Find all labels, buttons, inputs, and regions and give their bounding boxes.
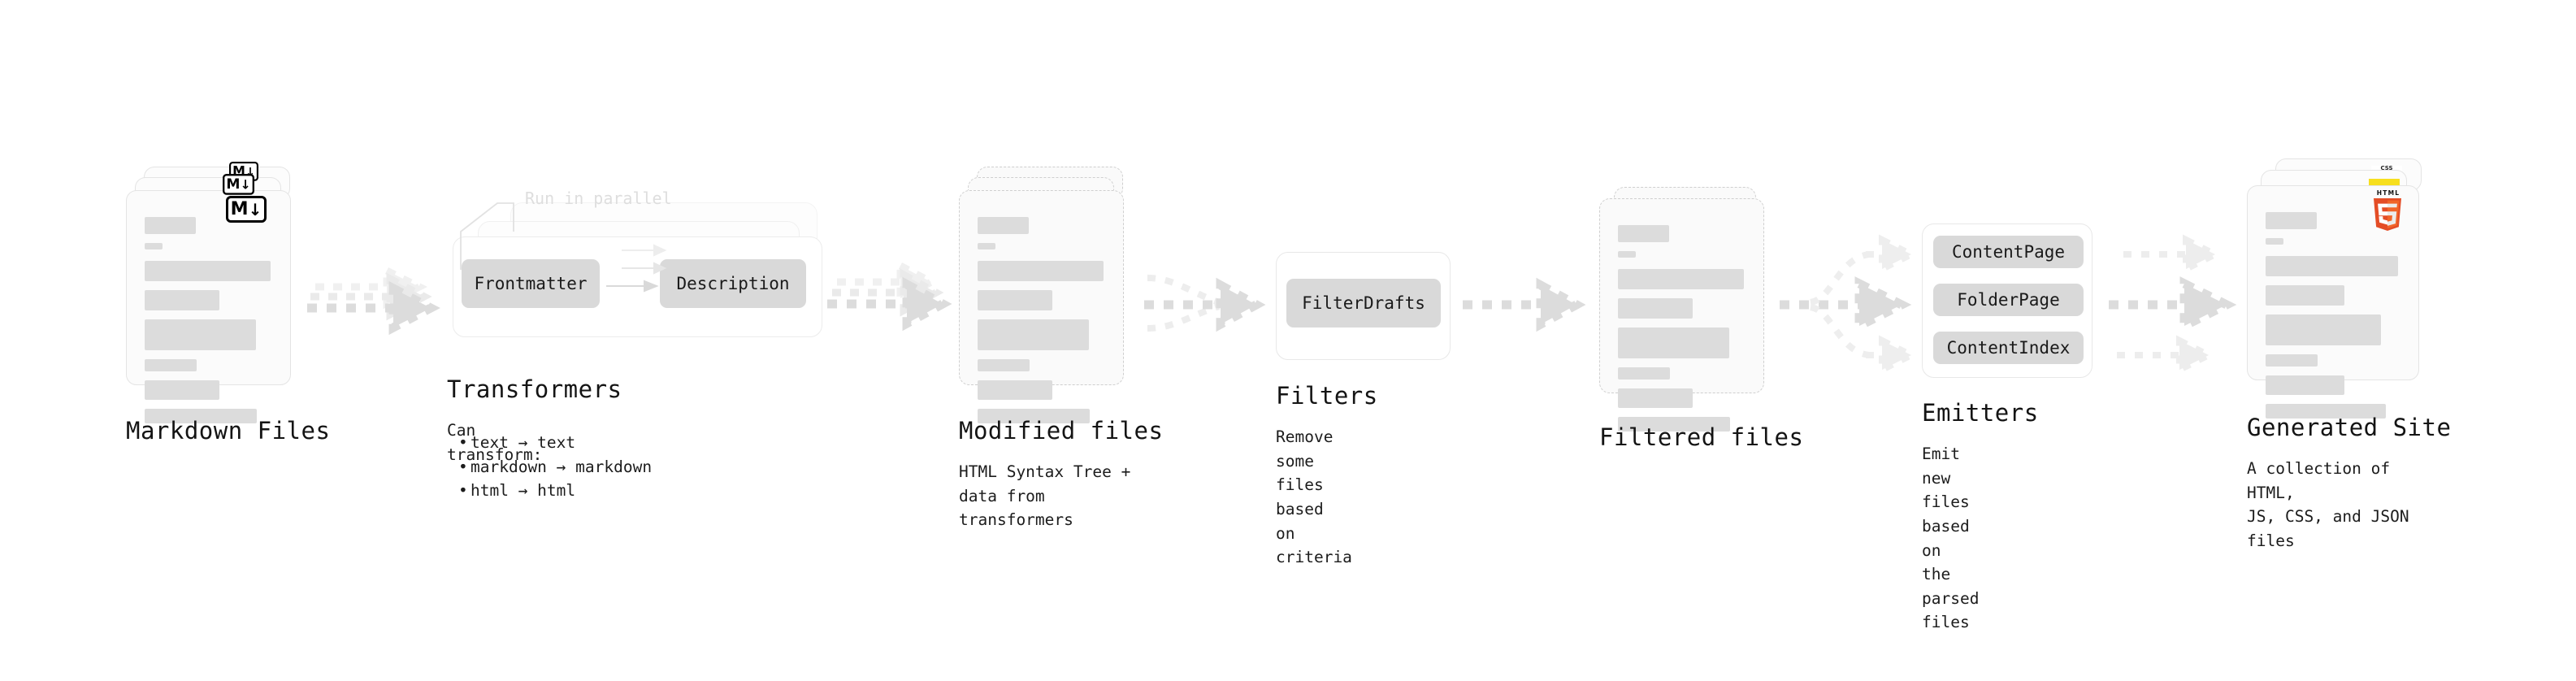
- arrow-filtered-to-emitters: [1780, 234, 1919, 375]
- skeleton-bar: [1618, 298, 1693, 319]
- skeleton-bar: [2266, 238, 2283, 245]
- skeleton-bar: [1618, 388, 1693, 408]
- markdown-badge-arrow-icon: ↓: [248, 199, 262, 219]
- skeleton-bar: [978, 243, 995, 249]
- filters-desc: Remove some files based on criteria: [1276, 427, 1352, 567]
- skeleton-bar: [2266, 354, 2318, 367]
- emitter-chip-folderpage[interactable]: FolderPage: [1933, 284, 2084, 316]
- arrow-emitters-to-site: [2109, 234, 2237, 375]
- modified-card-skeleton: [978, 217, 1107, 432]
- emitters-box: ContentPage FolderPage ContentIndex: [1922, 223, 2092, 378]
- markdown-badge-arrow-icon: ↓: [240, 176, 251, 193]
- skeleton-bar: [145, 409, 257, 423]
- skeleton-bar: [978, 319, 1089, 350]
- skeleton-bar: [978, 409, 1090, 423]
- transformer-bullet: markdown → markdown: [458, 455, 652, 479]
- skeleton-bar: [145, 243, 163, 249]
- markdown-card-front: [126, 190, 291, 423]
- markdown-badge-letter: M: [226, 176, 240, 193]
- skeleton-bar: [978, 261, 1104, 281]
- skeleton-bar: [1618, 251, 1636, 258]
- markdown-card-skeleton: [145, 217, 274, 432]
- filters-title: Filters: [1276, 382, 1378, 410]
- transformer-bullet: text → text: [458, 431, 652, 455]
- stage-generated-site: CSS HTML: [2247, 158, 2451, 550]
- skeleton-bar: [145, 380, 219, 400]
- skeleton-bar: [1618, 367, 1670, 380]
- filter-chip-filterdrafts[interactable]: FilterDrafts: [1286, 279, 1441, 327]
- transformer-chip-description[interactable]: Description: [660, 259, 806, 308]
- filtered-file-stack: [1599, 187, 1778, 432]
- run-in-parallel-label: Run in parallel: [525, 189, 672, 208]
- transformer-box-front: Frontmatter Description: [453, 236, 822, 337]
- arrow-filters-to-filtered: [1463, 277, 1586, 332]
- modified-file-stack: [959, 167, 1138, 423]
- html5-shield-icon: [2374, 197, 2401, 231]
- skeleton-bar: [2266, 314, 2381, 345]
- skeleton-bar: [978, 217, 1029, 234]
- skeleton-bar: [145, 290, 219, 310]
- skeleton-bar: [2266, 256, 2398, 276]
- filter-chip-label: FilterDrafts: [1302, 293, 1425, 313]
- skeleton-bar: [145, 319, 256, 350]
- modified-card-front: [959, 190, 1124, 423]
- skeleton-bar: [2266, 212, 2317, 229]
- arrow-modified-to-filters: [1144, 275, 1266, 332]
- markdown-badge: M↓: [226, 196, 267, 223]
- skeleton-bar: [2266, 404, 2386, 419]
- emitters-desc: Emit new files based on the parsed files: [1922, 445, 1980, 632]
- transformer-chip-frontmatter[interactable]: Frontmatter: [462, 259, 600, 308]
- generated-site-title: Generated Site: [2247, 414, 2452, 441]
- stage-markdown-files: M↓ M↓ M↓ Markdown Files: [126, 162, 330, 444]
- transformers-title: Transformers: [447, 375, 622, 403]
- stage-modified-files: Modified files HTML Syntax Tree + data f…: [959, 167, 1163, 529]
- emitters-title: Emitters: [1922, 399, 2039, 427]
- arrow-markdown-to-transformers: [307, 264, 440, 336]
- skeleton-bar: [2266, 285, 2344, 306]
- modified-files-desc: HTML Syntax Tree + data from transformer…: [959, 462, 1131, 530]
- skeleton-bar: [1618, 225, 1669, 242]
- css-badge-label: CSS: [2380, 165, 2393, 171]
- skeleton-bar: [2266, 375, 2344, 395]
- emitter-chip-label: ContentPage: [1951, 242, 2066, 262]
- transformer-chip-label: Frontmatter: [474, 274, 588, 293]
- modified-files-title: Modified files: [959, 417, 1164, 445]
- stage-filtered-files: Filtered files: [1599, 187, 1803, 450]
- skeleton-bar: [145, 217, 196, 234]
- transformers-bullets: text → text markdown → markdown html → h…: [447, 431, 652, 503]
- filters-box: FilterDrafts: [1276, 252, 1451, 360]
- markdown-file-stack: M↓ M↓ M↓: [126, 162, 305, 423]
- emitter-chip-label: ContentIndex: [1946, 338, 2071, 358]
- emitter-chip-contentindex[interactable]: ContentIndex: [1933, 332, 2084, 364]
- filtered-card-front: [1599, 198, 1764, 432]
- transformer-chip-label: Description: [676, 274, 790, 293]
- skeleton-bar: [145, 359, 197, 371]
- emitter-chip-contentpage[interactable]: ContentPage: [1933, 236, 2084, 268]
- markdown-badge: M↓: [223, 174, 254, 195]
- skeleton-bar: [978, 290, 1052, 310]
- generated-card-skeleton: [2266, 212, 2402, 427]
- skeleton-bar: [1618, 269, 1744, 289]
- markdown-badge-letter: M: [230, 198, 249, 219]
- generated-file-stack: CSS HTML: [2247, 158, 2434, 419]
- generated-site-desc: A collection of HTML, JS, CSS, and JSON …: [2247, 459, 2409, 550]
- skeleton-bar: [1618, 327, 1729, 358]
- arrow-transformers-to-modified: [827, 259, 952, 332]
- skeleton-bar: [1618, 417, 1730, 432]
- markdown-files-title: Markdown Files: [126, 417, 331, 445]
- filtered-card-skeleton: [1618, 225, 1747, 440]
- skeleton-bar: [145, 261, 271, 281]
- skeleton-bar: [978, 380, 1052, 400]
- html5-badge-label: HTML: [2376, 189, 2400, 197]
- html5-badge: HTML: [2371, 190, 2405, 231]
- transformer-bullet: html → html: [458, 479, 652, 503]
- skeleton-bar: [978, 359, 1030, 371]
- filtered-files-title: Filtered files: [1599, 423, 1804, 451]
- emitter-chip-label: FolderPage: [1957, 290, 2060, 310]
